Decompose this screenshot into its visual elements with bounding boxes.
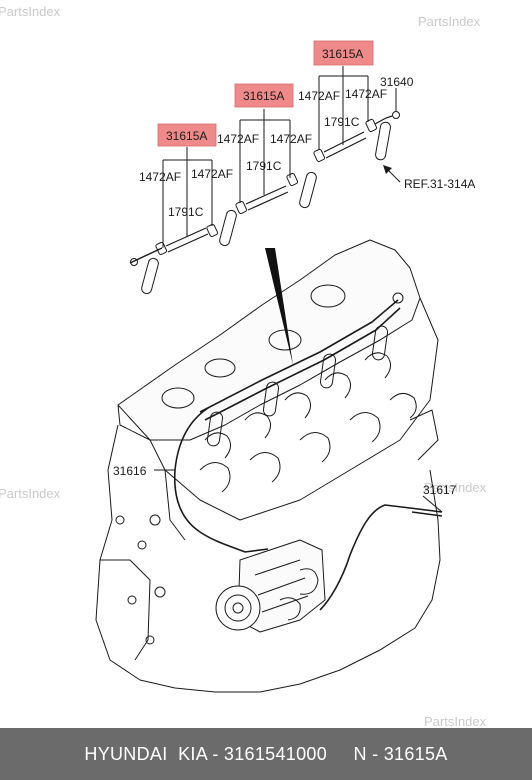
pointer-wedge [265, 248, 293, 365]
ref-arrow [383, 165, 401, 183]
callout-31615A-box-1 [157, 123, 217, 147]
parts-diagram: PartsIndex PartsIndex PartsIndex PartsIn… [0, 4, 487, 728]
callout-31640[interactable]: 31640 [380, 75, 414, 89]
watermark-mid-right: PartsIndex [424, 480, 487, 495]
callout-31615A-box-3 [313, 40, 374, 66]
watermark-top-right: PartsIndex [418, 14, 481, 29]
callout-1472AF-1[interactable]: 1472AF [139, 170, 181, 184]
callout-31615A-box-2 [234, 83, 294, 108]
part-number-footer: HYUNDAI KIA - 3161541000 N - 31615A [0, 728, 532, 780]
callout-31615A-1[interactable]: 31615A [166, 129, 207, 143]
callout-1472AF-5[interactable]: 1472AF [298, 89, 340, 103]
callout-31617[interactable]: 31617 [423, 483, 457, 497]
callout-31615A-3[interactable]: 31615A [322, 47, 363, 61]
watermark-mid-left: PartsIndex [0, 486, 61, 501]
engine-block [95, 239, 443, 693]
callout-1791C-1[interactable]: 1791C [168, 205, 204, 219]
callout-1791C-2[interactable]: 1791C [246, 159, 282, 173]
callout-31616[interactable]: 31616 [113, 464, 147, 478]
callout-1791C-3[interactable]: 1791C [324, 115, 360, 129]
callout-31615A-2[interactable]: 31615A [243, 89, 284, 103]
callout-1472AF-6[interactable]: 1472AF [345, 87, 387, 101]
callout-1472AF-4[interactable]: 1472AF [270, 132, 312, 146]
watermark-top-left: PartsIndex [0, 4, 61, 19]
callout-1472AF-3[interactable]: 1472AF [217, 132, 259, 146]
exploded-leak-off-assembly [129, 66, 443, 513]
callout-1472AF-2[interactable]: 1472AF [191, 167, 233, 181]
callout-ref-31-314A[interactable]: REF.31-314A [404, 177, 475, 191]
watermark-bottom-right: PartsIndex [424, 714, 487, 728]
